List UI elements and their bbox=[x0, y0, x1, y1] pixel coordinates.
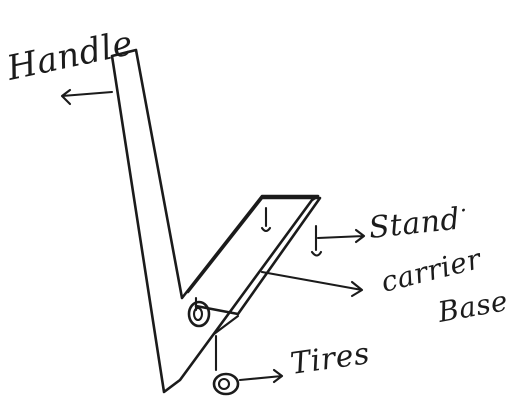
tire-upper bbox=[187, 296, 211, 328]
stand-mark: · bbox=[460, 199, 468, 224]
label-tires: Tires bbox=[288, 336, 372, 382]
arrow-tires bbox=[238, 368, 284, 384]
arrow-stand bbox=[316, 228, 366, 244]
label-base: Base bbox=[435, 284, 511, 329]
handle-frame bbox=[110, 48, 320, 394]
arrow-handle bbox=[60, 88, 114, 106]
carrier-base-front-edge bbox=[212, 314, 240, 336]
stand-leg-right bbox=[310, 224, 323, 257]
stand-leg-left bbox=[260, 206, 272, 233]
carrier-base-platform bbox=[186, 196, 322, 316]
tire-lower bbox=[212, 334, 240, 396]
arrow-carrier-base bbox=[260, 270, 364, 298]
label-stand: Stand bbox=[367, 202, 462, 246]
